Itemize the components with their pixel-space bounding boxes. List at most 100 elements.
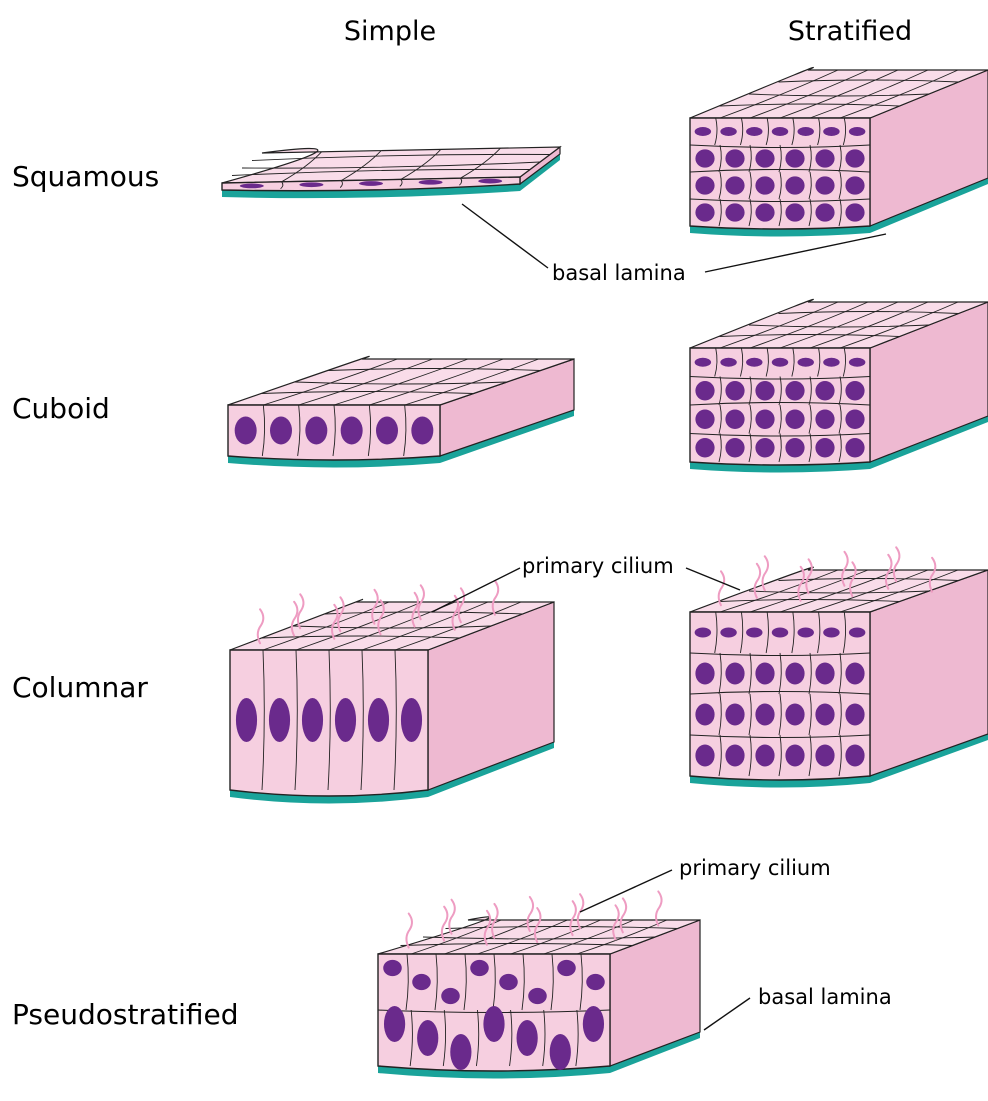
- nucleus: [583, 1006, 604, 1042]
- nucleus: [755, 410, 774, 429]
- nucleus: [240, 184, 264, 189]
- label-primary-cilium-columnar: primary cilium: [522, 554, 674, 578]
- nucleus: [815, 203, 834, 221]
- nucleus: [470, 960, 489, 976]
- nucleus: [725, 745, 744, 767]
- nucleus: [755, 176, 774, 194]
- column-heading-simple: Simple: [344, 16, 436, 47]
- nucleus: [478, 179, 502, 184]
- nucleus: [815, 176, 834, 194]
- nucleus: [785, 745, 804, 767]
- label-basal-lamina: basal lamina: [552, 261, 686, 285]
- nucleus: [815, 745, 834, 767]
- nucleus: [725, 438, 744, 457]
- nucleus: [725, 203, 744, 221]
- nucleus: [849, 127, 865, 136]
- nucleus: [695, 410, 714, 429]
- nucleus: [755, 203, 774, 221]
- nucleus: [335, 698, 356, 742]
- nucleus: [725, 663, 744, 685]
- nucleus: [695, 149, 714, 167]
- nucleus: [299, 182, 323, 187]
- nucleus: [849, 358, 865, 367]
- simple-squamous-epithelium: [222, 147, 560, 198]
- nucleus: [725, 381, 744, 400]
- nucleus: [720, 127, 736, 136]
- simple-columnar-epithelium: [230, 581, 554, 804]
- nucleus: [823, 628, 839, 638]
- nucleus: [305, 417, 327, 445]
- nucleus: [725, 176, 744, 194]
- nucleus: [746, 127, 762, 136]
- nucleus: [695, 438, 714, 457]
- nucleus: [483, 1006, 504, 1042]
- leader-basal-lamina-stratified: [705, 234, 886, 272]
- nucleus: [725, 410, 744, 429]
- nucleus: [441, 988, 460, 1004]
- nucleus: [755, 381, 774, 400]
- nucleus: [302, 698, 323, 742]
- nucleus: [586, 974, 605, 990]
- leader-basal-lamina-pseudo: [704, 998, 750, 1030]
- nucleus: [401, 698, 422, 742]
- nucleus: [815, 149, 834, 167]
- nucleus: [823, 358, 839, 367]
- nucleus: [785, 410, 804, 429]
- nucleus: [368, 698, 389, 742]
- nucleus: [557, 960, 576, 976]
- leader-basal-lamina-simple: [462, 204, 548, 268]
- nucleus: [725, 149, 744, 167]
- nucleus: [341, 417, 363, 445]
- nucleus: [550, 1034, 571, 1070]
- nucleus: [785, 438, 804, 457]
- nucleus: [235, 417, 257, 445]
- nucleus: [528, 988, 547, 1004]
- pseudostratified-epithelium: [378, 891, 700, 1078]
- nucleus: [695, 358, 711, 367]
- nucleus: [695, 127, 711, 136]
- row-label-columnar: Columnar: [12, 671, 148, 704]
- nucleus: [845, 745, 864, 767]
- nucleus: [797, 628, 813, 638]
- nucleus: [823, 127, 839, 136]
- nucleus: [815, 438, 834, 457]
- stratified-squamous-epithelium: [690, 67, 988, 236]
- nucleus: [785, 149, 804, 167]
- nucleus: [725, 704, 744, 726]
- nucleus: [845, 149, 864, 167]
- label-primary-cilium-pseudostratified: primary cilium: [679, 856, 831, 880]
- nucleus: [695, 203, 714, 221]
- nucleus: [755, 745, 774, 767]
- nucleus: [412, 974, 431, 990]
- nucleus: [845, 203, 864, 221]
- nucleus: [417, 1020, 438, 1056]
- row-label-pseudostratified: Pseudostratified: [12, 998, 239, 1031]
- nucleus: [845, 381, 864, 400]
- row-label-cuboid: Cuboid: [12, 392, 110, 425]
- nucleus: [772, 127, 788, 136]
- nucleus: [270, 417, 292, 445]
- nucleus: [720, 628, 736, 638]
- primary-cilium: [406, 914, 412, 948]
- nucleus: [849, 628, 865, 638]
- nucleus: [797, 358, 813, 367]
- nucleus: [845, 176, 864, 194]
- row-label-squamous: Squamous: [12, 160, 159, 193]
- nucleus: [785, 203, 804, 221]
- nucleus: [772, 628, 788, 638]
- nucleus: [419, 180, 443, 185]
- nucleus: [695, 381, 714, 400]
- nucleus: [755, 663, 774, 685]
- nucleus: [785, 663, 804, 685]
- nucleus: [815, 381, 834, 400]
- nucleus: [845, 704, 864, 726]
- nucleus: [695, 176, 714, 194]
- nucleus: [755, 438, 774, 457]
- nucleus: [359, 181, 383, 186]
- nucleus: [695, 745, 714, 767]
- nucleus: [384, 1006, 405, 1042]
- nucleus: [376, 417, 398, 445]
- nucleus: [785, 381, 804, 400]
- nucleus: [695, 663, 714, 685]
